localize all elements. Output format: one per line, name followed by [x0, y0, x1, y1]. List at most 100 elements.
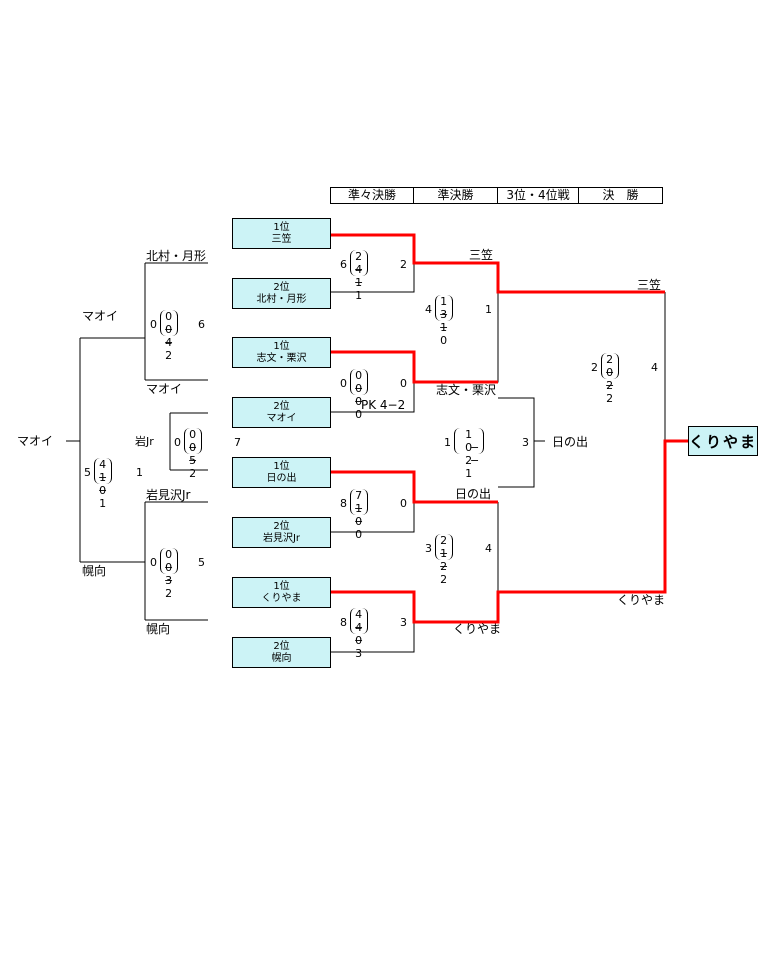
score-left: 2 — [591, 361, 598, 374]
winner-path-hinode — [331, 470, 498, 504]
score-left: 5 — [84, 466, 91, 479]
seed-team: マオイ — [266, 412, 297, 424]
score-half-2: 1 − 1 — [98, 471, 109, 510]
score-left: 0 — [340, 377, 347, 390]
champion-box: くりやま — [688, 426, 758, 456]
score-right: 7 — [234, 436, 241, 449]
team-label-maoi-bottom: マオイ — [146, 382, 183, 396]
third-place-line — [498, 397, 535, 488]
team-label-kuriyama-sf: くりやま — [453, 622, 502, 636]
score-left: 4 — [425, 303, 432, 316]
score-half-2: 0 − 2 — [164, 323, 175, 362]
seed-rank: 1位 — [273, 460, 290, 472]
score-right: 5 — [198, 556, 205, 569]
winner-path-shibun — [331, 350, 498, 384]
score-half-2: 3 − 0 — [439, 308, 450, 347]
score-half-1: 1 − 2 — [458, 428, 497, 467]
seed-rank: 1位 — [273, 340, 290, 352]
seed-box: 2位 岩見沢Jr — [232, 517, 331, 548]
score-left: 0 — [150, 318, 157, 331]
seed-rank: 1位 — [273, 580, 290, 592]
seed-box: 1位 志文・栗沢 — [232, 337, 331, 368]
team-label-mikasa-sf: 三笠 — [469, 248, 494, 262]
round-semifinal: 準決勝 — [413, 187, 498, 204]
score-left: 3 — [425, 542, 432, 555]
qf-line — [331, 263, 415, 293]
seed-rank: 1位 — [273, 221, 290, 233]
score-half-2: 0 − 0 — [354, 382, 365, 421]
team-label-maoi-top: マオイ — [82, 309, 119, 323]
score-half-1: 0 − 5 — [188, 428, 199, 467]
qf-line — [331, 382, 415, 413]
score-left: 0 — [150, 556, 157, 569]
score-right: 0 — [400, 377, 407, 390]
seed-box: 1位 三笠 — [232, 218, 331, 249]
score-half-2: 4 − 3 — [354, 621, 365, 660]
score-half-1: 0 − 4 — [164, 310, 175, 349]
seed-team: 北村・月形 — [256, 293, 307, 305]
score-half-1: 0 − 3 — [164, 548, 175, 587]
seed-box: 2位 北村・月形 — [232, 278, 331, 309]
round-final: 決 勝 — [578, 187, 663, 204]
seed-team: くりやま — [261, 592, 302, 604]
score-right: 6 — [198, 318, 205, 331]
score-left: 1 — [444, 436, 451, 449]
score-half-1: 7 − 0 — [354, 489, 365, 528]
score-half-2: 0 − 2 — [188, 441, 199, 480]
team-label-hinode-third: 日の出 — [552, 435, 589, 449]
seed-box: 1位 くりやま — [232, 577, 331, 608]
team-label-iwamizawa: 岩見沢Jr — [146, 488, 191, 502]
team-label-kitamura: 北村・月形 — [146, 249, 207, 263]
round-quarterfinal: 準々決勝 — [330, 187, 414, 204]
seed-team: 幌向 — [271, 652, 292, 664]
score-half-2: 1 − 0 — [354, 502, 365, 541]
score-left: 8 — [340, 497, 347, 510]
seed-rank: 2位 — [273, 640, 290, 652]
team-label-shibun-sf: 志文・栗沢 — [436, 383, 497, 397]
score-half-2: 4 − 1 — [354, 263, 365, 302]
score-right: 1 — [485, 303, 492, 316]
score-right: 4 — [485, 542, 492, 555]
score-half-2: 0 − 1 — [458, 441, 497, 480]
team-label-iwajr: 岩Jr — [135, 435, 154, 448]
team-label-hinode-sf: 日の出 — [455, 487, 492, 501]
round-third-place: 3位・4位戦 — [497, 187, 579, 204]
score-right: 3 — [522, 436, 529, 449]
score-half-1: 2 − 1 — [354, 250, 365, 289]
score-left: 8 — [340, 616, 347, 629]
score-right: 2 — [400, 258, 407, 271]
score-half-1: 0 − 0 — [354, 369, 365, 408]
seed-rank: 2位 — [273, 281, 290, 293]
seed-team: 日の出 — [266, 472, 297, 484]
score-left: 6 — [340, 258, 347, 271]
score-right: 4 — [651, 361, 658, 374]
seed-team: 三笠 — [271, 233, 292, 245]
score-half-1: 2 − 2 — [439, 534, 450, 573]
seed-box: 2位 マオイ — [232, 397, 331, 428]
team-label-kuriyama-final: くりやま — [617, 593, 666, 607]
seed-rank: 2位 — [273, 520, 290, 532]
pk-label: PK 4−2 — [361, 398, 406, 412]
score-right: 0 — [400, 497, 407, 510]
winner-path-kuriyama — [331, 439, 688, 624]
score-half-2: 1 − 2 — [439, 547, 450, 586]
team-label-maoi-left: マオイ — [17, 434, 54, 448]
score-right: 1 — [136, 466, 143, 479]
score-half-1: 2 − 2 — [605, 353, 616, 392]
team-label-horomui-bottom: 幌向 — [146, 622, 171, 636]
team-label-mikasa-final: 三笠 — [637, 278, 662, 292]
seed-box: 2位 幌向 — [232, 637, 331, 668]
score-half-1: 4 − 0 — [354, 608, 365, 647]
round-header: 準々決勝 準決勝 3位・4位戦 決 勝 — [330, 187, 663, 204]
seed-box: 1位 日の出 — [232, 457, 331, 488]
